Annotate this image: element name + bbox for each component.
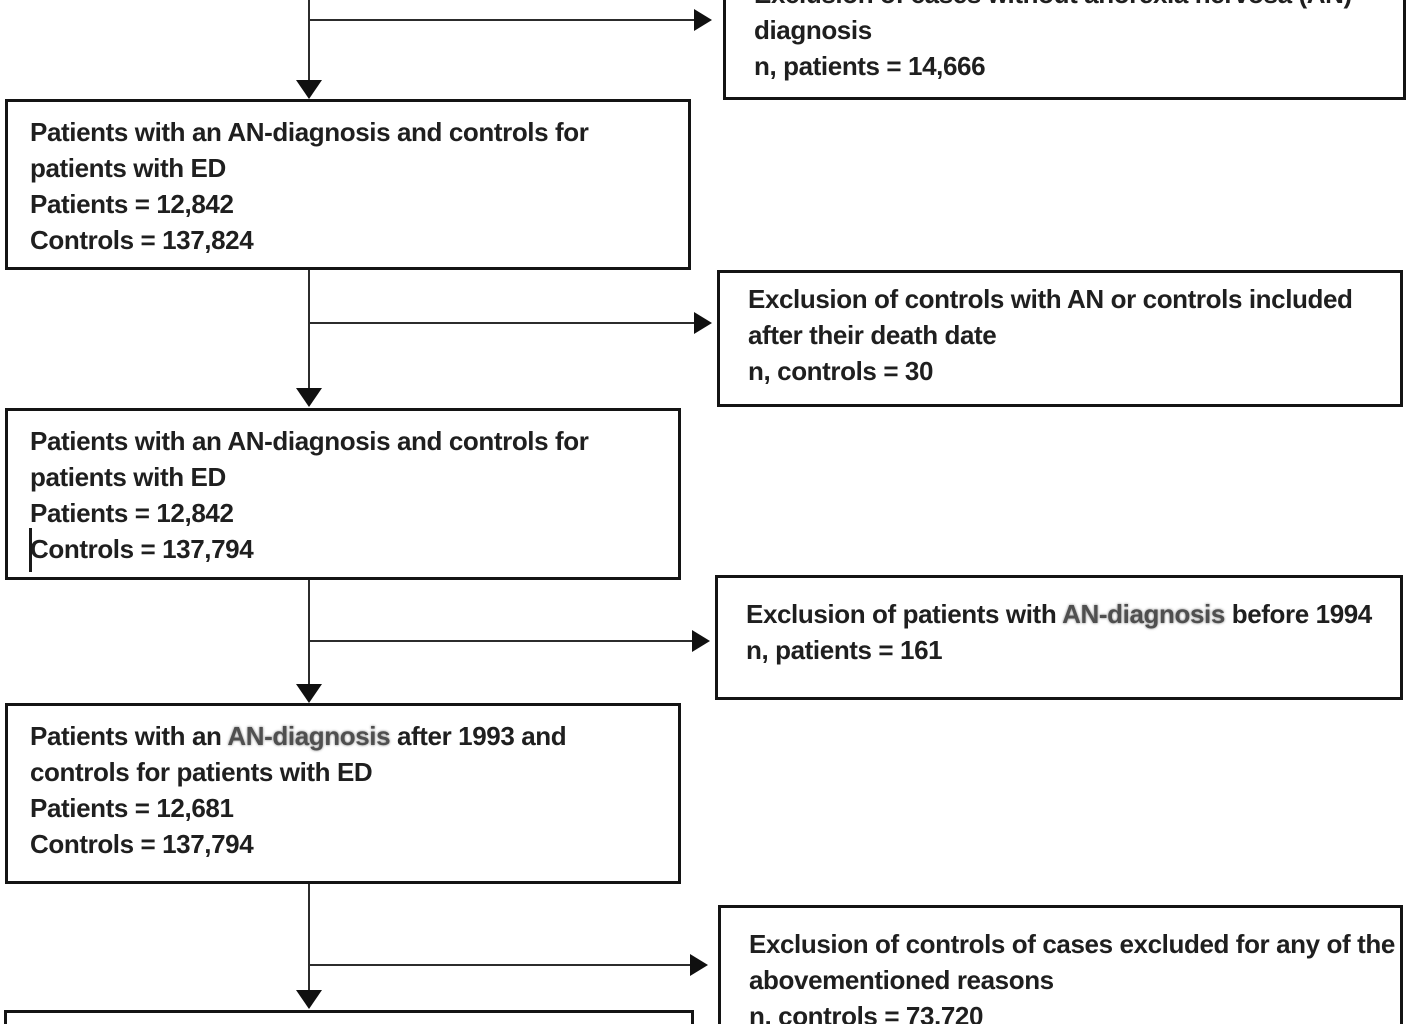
down-arrowhead-3	[296, 684, 322, 703]
cohort-box-1: Patients with an AN-diagnosis and contro…	[5, 99, 691, 270]
connector-branch-2	[308, 322, 696, 324]
exclusion-3-text-line: Exclusion of patients with AN-diagnosis …	[746, 596, 1386, 632]
down-arrowhead-1	[296, 80, 322, 99]
cohort-3-text-segment: after 1993 and	[390, 721, 567, 751]
cohort-3-text-segment-gray: AN-diagnosis	[227, 721, 391, 751]
down-arrowhead-4	[296, 990, 322, 1009]
right-arrowhead-1	[694, 9, 712, 31]
exclusion-4-text-line: Exclusion of controls of cases excluded …	[749, 929, 1395, 959]
right-arrowhead-2	[694, 312, 712, 334]
cohort-1-text-line: patients with ED	[30, 153, 226, 183]
cohort-box-4	[4, 1010, 694, 1024]
connector-vertical-3	[308, 580, 310, 686]
exclusion-2-text-line: after their death date	[748, 320, 997, 350]
cohort-3-patients-count: Patients = 12,681	[30, 793, 234, 823]
exclusion-1-count: n, patients = 14,666	[754, 51, 986, 81]
down-arrowhead-2	[296, 388, 322, 407]
right-arrowhead-4	[690, 954, 708, 976]
connector-vertical-2	[308, 270, 310, 390]
cohort-2-patients-count: Patients = 12,842	[30, 498, 234, 528]
exclusion-box-4: Exclusion of controls of cases excluded …	[718, 905, 1403, 1024]
exclusion-1-text-line: diagnosis	[754, 15, 872, 45]
exclusion-3-count: n, patients = 161	[746, 635, 943, 665]
cohort-2-controls-count: Controls = 137,794	[30, 534, 254, 564]
cohort-1-controls-count: Controls = 137,824	[30, 225, 254, 255]
cohort-3-text-segment: Patients with an	[30, 721, 228, 751]
cohort-3-text-line: controls for patients with ED	[30, 757, 373, 787]
cohort-box-3: Patients with an AN-diagnosis after 1993…	[5, 703, 681, 884]
text-cursor	[29, 528, 32, 572]
cohort-1-text-line: Patients with an AN-diagnosis and contro…	[30, 117, 589, 147]
right-arrowhead-3	[692, 630, 710, 652]
cohort-2-text-line: patients with ED	[30, 462, 226, 492]
cohort-box-2: Patients with an AN-diagnosis and contro…	[5, 408, 681, 580]
exclusion-2-text-line: Exclusion of controls with AN or control…	[748, 284, 1353, 314]
exclusion-4-count: n, controls = 73,720	[749, 1001, 984, 1024]
exclusion-3-text-segment: before 1994	[1224, 599, 1373, 629]
cohort-3-controls-count: Controls = 137,794	[30, 829, 254, 859]
connector-branch-4	[308, 964, 692, 966]
connector-branch-1	[308, 19, 696, 21]
exclusion-4-text-line: abovementioned reasons	[749, 965, 1054, 995]
connector-branch-3	[308, 640, 694, 642]
cohort-1-patients-count: Patients = 12,842	[30, 189, 234, 219]
connector-vertical-1	[308, 0, 310, 84]
cohort-2-text-line: Patients with an AN-diagnosis and contro…	[30, 426, 589, 456]
exclusion-1-text-line: Exclusion of cases without anorexia nerv…	[754, 0, 1389, 12]
connector-vertical-4	[308, 884, 310, 992]
exclusion-2-count: n, controls = 30	[748, 356, 934, 386]
exclusion-box-3: Exclusion of patients with AN-diagnosis …	[715, 575, 1403, 700]
exclusion-box-2: Exclusion of controls with AN or control…	[717, 270, 1403, 407]
cohort-3-text-line: Patients with an AN-diagnosis after 1993…	[30, 718, 664, 754]
exclusion-box-1: Exclusion of cases without anorexia nerv…	[723, 0, 1406, 100]
exclusion-3-text-segment-gray: AN-diagnosis	[1062, 599, 1225, 629]
exclusion-3-text-segment: Exclusion of patients with	[746, 599, 1063, 629]
